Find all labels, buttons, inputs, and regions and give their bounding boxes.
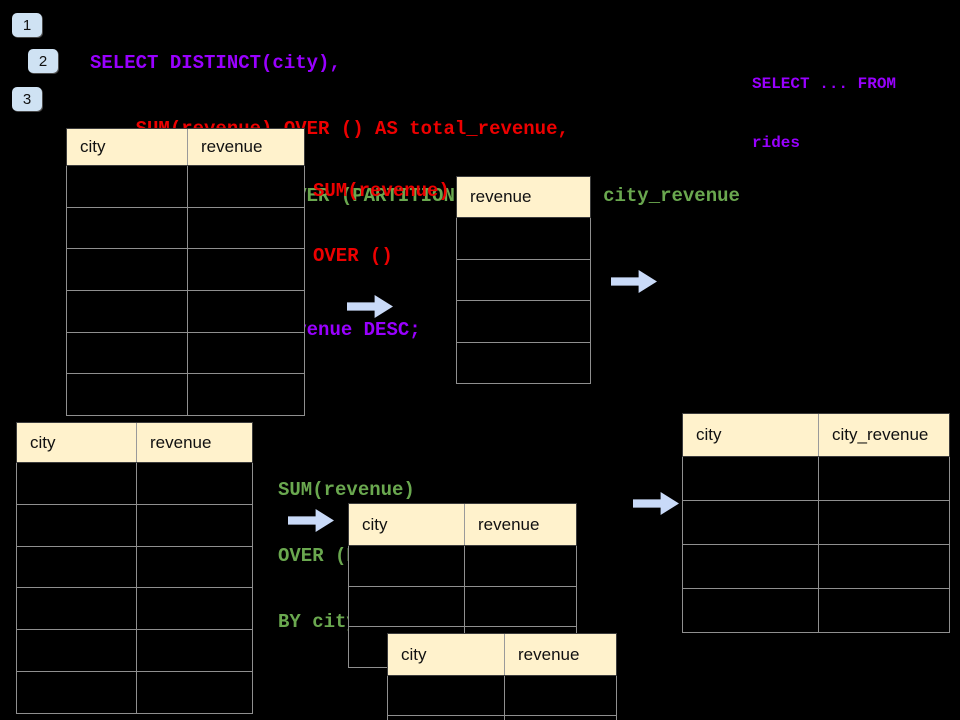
table-result-city-revenue: city city_revenue [682, 413, 950, 633]
table-row [348, 546, 577, 587]
table-row [682, 457, 950, 501]
step-badge-2: 2 [28, 49, 58, 73]
column-header-revenue: revenue [187, 129, 304, 165]
table-row [456, 301, 591, 343]
table-header-row: city revenue [16, 422, 253, 463]
table-row [66, 166, 305, 208]
table-header-row: city revenue [348, 503, 577, 546]
step-badge-3: 3 [12, 87, 42, 111]
table-source-rides-bottom: city revenue [16, 422, 253, 714]
table-row [348, 586, 577, 628]
table-row [387, 676, 617, 716]
column-header-city: city [401, 644, 427, 664]
column-header-revenue: revenue [136, 423, 252, 462]
table-row [682, 545, 950, 589]
column-header-city: city [362, 514, 388, 534]
table-header-row: city revenue [387, 633, 617, 676]
table-row [16, 588, 253, 631]
annotation-line: OVER () [313, 244, 393, 267]
table-total-revenue: revenue [456, 176, 591, 384]
column-header-city: city [696, 425, 722, 444]
table-row [682, 589, 950, 633]
column-header-city: city [30, 432, 56, 452]
table-row [66, 291, 305, 333]
rides-line: rides [752, 133, 801, 152]
annotation-line: SUM(revenue) [278, 479, 415, 501]
annotation-sum-over-all: SUM(revenue) OVER () [313, 138, 450, 310]
select-from-rides-note: SELECT ... FROM rides [752, 36, 896, 192]
table-row [456, 259, 591, 301]
table-row [66, 332, 305, 375]
sql-line-select: SELECT DISTINCT(city), [90, 51, 341, 74]
table-row [682, 501, 950, 545]
column-header-city-revenue: city_revenue [818, 414, 949, 456]
table-row [387, 715, 617, 720]
table-row [16, 504, 253, 547]
flow-arrow-right-icon [633, 492, 679, 515]
table-source-rides-top: city revenue [66, 128, 305, 417]
annotation-line: SUM(revenue) [313, 180, 450, 202]
step-badge-1: 1 [12, 13, 42, 37]
column-header-revenue: revenue [470, 187, 532, 206]
table-header-row: city revenue [66, 128, 305, 166]
table-row [16, 671, 253, 714]
table-row [16, 463, 253, 505]
table-header-row: city city_revenue [682, 413, 950, 457]
column-header-revenue: revenue [464, 504, 576, 545]
table-row [456, 218, 591, 260]
select-from-line: SELECT ... FROM [752, 75, 897, 93]
table-header-row: revenue [456, 176, 591, 218]
table-row [16, 546, 253, 589]
table-row [66, 207, 305, 250]
table-row [66, 249, 305, 292]
column-header-revenue: revenue [504, 634, 616, 675]
table-row [456, 342, 591, 384]
column-header-city: city [80, 137, 106, 156]
table-partition-step-front: city revenue [387, 633, 617, 720]
table-row [66, 374, 305, 417]
table-row [16, 630, 253, 672]
